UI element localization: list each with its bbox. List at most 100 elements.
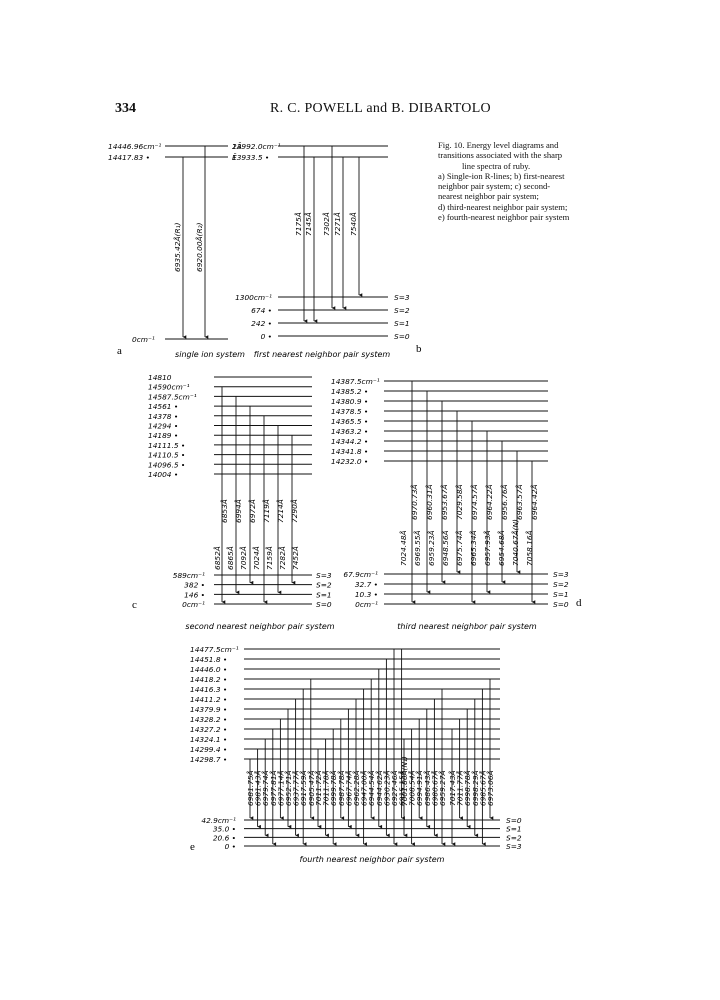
level-label: 14189 •: [148, 431, 178, 440]
transition-label: 7290Å: [290, 499, 299, 523]
level-label: 42.9cm⁻¹: [201, 816, 236, 825]
level-label: 14446.96cm⁻¹: [108, 142, 161, 151]
level-label: 0cm⁻¹: [182, 600, 205, 609]
transition-label: 7092Å: [239, 546, 248, 570]
transition-label: 6959.27Å: [438, 770, 447, 806]
transition-label: 7175Å: [294, 212, 303, 236]
level-tag: Ē: [232, 153, 237, 162]
level-label: 242 •: [251, 319, 272, 328]
spin-label: S=1: [394, 319, 410, 328]
spin-label: S=1: [316, 590, 332, 599]
running-head: R. C. POWELL and B. DIBARTOLO: [270, 101, 491, 116]
level-label: 14417.83 •: [108, 153, 150, 162]
panel-letter: c: [132, 599, 137, 611]
level-label: 14378.5 •: [331, 407, 368, 416]
transition-label: 7271Å: [333, 212, 342, 236]
transition-label: 6853Å: [220, 499, 229, 523]
transition-label: 6962.28Å: [352, 770, 361, 806]
level-label: 14324.1 •: [190, 735, 227, 744]
transition-label: 6917.59Å: [299, 770, 308, 806]
level-label: 589cm⁻¹: [173, 571, 205, 580]
transition-label: 6994.91Å: [415, 770, 424, 806]
transition-label: 7214Å: [276, 499, 285, 523]
transition-label: 6954.68Å: [497, 530, 506, 566]
panel-letter: d: [576, 597, 582, 609]
transition-label: 6974.57Å: [470, 484, 479, 520]
transition-label: 6981.43Å: [254, 770, 263, 806]
level-label: 14561 •: [148, 402, 178, 411]
transition-label: 7008.54Å: [408, 770, 417, 806]
transition-label: 6975.74Å: [455, 530, 464, 566]
level-label: 674 •: [251, 306, 272, 315]
level-label: 14451.8 •: [190, 655, 227, 664]
level-label: 14328.2 •: [190, 715, 227, 724]
transition-label: 6927.46Å: [390, 770, 399, 806]
transition-label: 7058.16Å: [525, 530, 534, 566]
level-label: 14110.5 •: [148, 451, 185, 460]
level-tag: 2Ā: [232, 142, 242, 151]
spin-label: S=0: [316, 600, 332, 609]
level-label: 14379.9 •: [190, 705, 227, 714]
transition-label: 6981.75Å: [246, 770, 255, 806]
transition-label: 6935.42Å(R₁): [173, 222, 182, 272]
transition-label: 6977.81Å: [269, 770, 278, 806]
spin-label: S=2: [553, 580, 569, 589]
level-label: 14096.5 •: [148, 460, 185, 469]
level-label: 14590cm⁻¹: [148, 383, 190, 392]
level-label: 14378 •: [148, 412, 178, 421]
panel-subtitle: second nearest neighbor pair system: [185, 622, 334, 631]
spin-label: S=3: [316, 571, 332, 580]
page-number: 334: [115, 101, 136, 116]
level-label: 14294 •: [148, 422, 178, 431]
level-label: 382 •: [184, 581, 205, 590]
transition-label: 6980.67Å: [430, 770, 439, 806]
transition-label: 6967.74Å: [344, 770, 353, 806]
transition-label: 6915.15Å: [398, 770, 407, 806]
transition-label: 6948.56Å: [441, 530, 450, 566]
transition-label: 6920.00Å(R₂): [195, 222, 204, 272]
transition-label: 6963.57Å: [515, 484, 524, 520]
level-label: 14004 •: [148, 470, 178, 479]
level-label: 14298.7 •: [190, 755, 227, 764]
level-label: 14232.0 •: [331, 457, 368, 466]
transition-label: 7024.48Å: [399, 530, 408, 566]
spin-label: S=3: [506, 842, 522, 851]
transition-label: 6970.73Å: [410, 484, 419, 520]
transition-label: 7302Å: [322, 212, 331, 236]
transition-label: 6979.74Å: [261, 770, 270, 806]
level-label: 14411.2 •: [190, 695, 227, 704]
level-label: 13933.5 •: [232, 153, 269, 162]
transition-label: 6947.00Å: [360, 770, 369, 806]
spin-label: S=0: [506, 816, 522, 825]
transition-label: 7282Å: [278, 546, 287, 570]
caption-line: e) fourth-nearest neighbor pair system: [438, 212, 570, 223]
transition-label: 6952.71Å: [284, 770, 293, 806]
level-label: 14418.2 •: [190, 675, 227, 684]
transition-label: 6865Å: [226, 546, 235, 570]
panel-subtitle: first nearest neighbor pair system: [254, 350, 391, 359]
caption-line: neighbor pair system; c) second-: [438, 181, 551, 192]
level-label: 14344.2 •: [331, 437, 368, 446]
caption-line: a) Single-ion R-lines; b) first-nearest: [438, 170, 565, 181]
level-label: 14380.9 •: [331, 397, 368, 406]
transition-label: 7119Å: [262, 499, 271, 523]
level-label: 20.6 •: [213, 833, 236, 842]
transition-label: 6977.14Å: [276, 770, 285, 806]
spin-label: S=0: [553, 600, 569, 609]
transition-label: 6965.34Å: [469, 530, 478, 566]
level-label: 14387.5cm⁻¹: [331, 377, 380, 386]
spin-label: S=2: [506, 833, 522, 842]
level-label: 0 •: [225, 842, 236, 851]
level-label: 14587.5cm⁻¹: [148, 392, 197, 401]
transition-label: 7017.43Å: [448, 770, 457, 806]
level-label: 13992.0cm⁻¹: [232, 142, 281, 151]
transition-label: 7024Å: [252, 546, 261, 570]
transition-label: 6998.78Å: [463, 770, 472, 806]
caption-line: Fig. 10. Energy level diagrams and: [438, 140, 559, 150]
transition-label: 6986.43Å: [423, 770, 432, 806]
level-label: 14341.8 •: [331, 447, 368, 456]
level-label: 14385.2 •: [331, 387, 368, 396]
